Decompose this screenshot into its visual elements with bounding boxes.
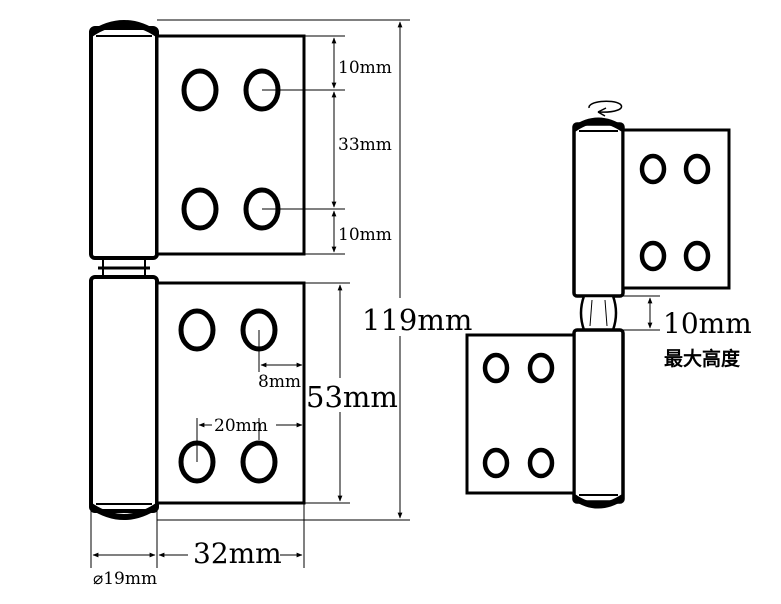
- upper-leaf: [621, 128, 731, 290]
- bottom-knuckle: [89, 275, 159, 520]
- hole: [527, 352, 555, 384]
- hole-spacing-label: 33mm: [338, 135, 392, 155]
- leaf-height-label: 53mm: [306, 380, 398, 414]
- width-dimensions: [90, 503, 305, 568]
- edge-to-hole-label: 8mm: [258, 372, 301, 392]
- bottom-leaf: [155, 281, 306, 505]
- side-pin-gap: [579, 294, 618, 332]
- hole-pitch-dimension: [196, 418, 303, 462]
- barrel-diameter-label: ⌀19mm: [93, 569, 157, 589]
- top-leaf: [155, 34, 306, 256]
- leaf-height-dimension: [304, 282, 350, 504]
- edge-to-hole-dimension: [258, 330, 305, 372]
- gap-caption: 最大高度: [664, 347, 741, 370]
- overall-height-dimension: [157, 19, 410, 521]
- hole-pitch-label: 20mm: [214, 416, 268, 436]
- hole: [482, 352, 510, 384]
- pin-gap: [98, 258, 150, 278]
- side-view: [465, 100, 731, 509]
- gap-dimension: [623, 295, 660, 331]
- hole: [181, 187, 219, 231]
- hole: [482, 447, 510, 479]
- top-margin-label: 10mm: [338, 58, 392, 78]
- gap-label: 10mm: [663, 307, 752, 340]
- hole: [639, 240, 667, 272]
- hole: [181, 68, 219, 112]
- leaf-width-label: 32mm: [193, 537, 282, 570]
- hole: [527, 447, 555, 479]
- rotation-arrow-icon: [588, 100, 623, 117]
- hole: [178, 308, 216, 352]
- bottom-margin-label: 10mm: [338, 225, 392, 245]
- lower-knuckle: [572, 328, 625, 509]
- hole: [240, 440, 278, 484]
- hole: [683, 153, 711, 185]
- front-view: [89, 19, 410, 568]
- hole: [683, 240, 711, 272]
- hole: [639, 153, 667, 185]
- top-knuckle: [89, 20, 159, 260]
- overall-height-label: 119mm: [362, 303, 472, 337]
- lower-leaf: [465, 333, 576, 495]
- upper-knuckle: [572, 117, 625, 298]
- top-leaf-dimension-lines: [262, 35, 345, 255]
